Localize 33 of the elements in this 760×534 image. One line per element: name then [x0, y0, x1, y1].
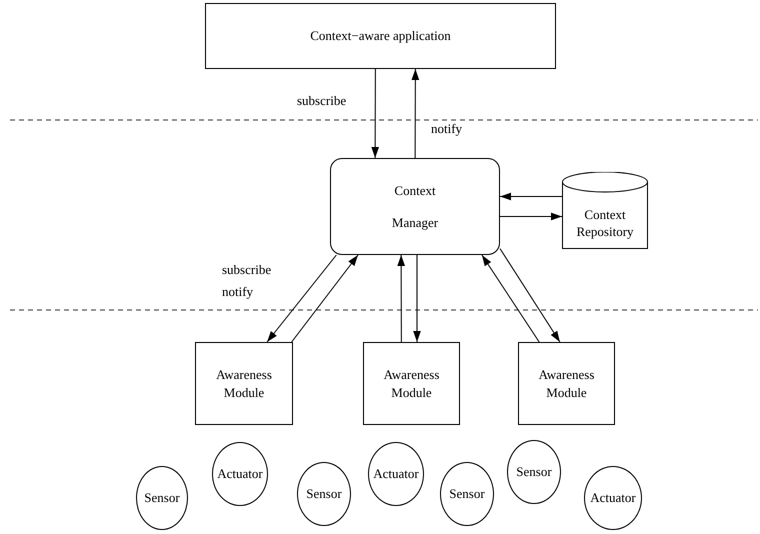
- arrow: [500, 248, 560, 342]
- arrow: [500, 192, 562, 200]
- node-label: Context Manager: [390, 182, 440, 232]
- node-label: Sensor: [143, 489, 181, 507]
- arrow: [371, 68, 380, 158]
- edge-label: notify: [430, 121, 464, 136]
- node-label: Actuator: [372, 465, 420, 483]
- edge-label: subscribe: [221, 262, 272, 277]
- node-label: Context−aware application: [309, 27, 452, 45]
- node-label: Actuator: [216, 465, 264, 483]
- manager-box: [330, 158, 500, 255]
- arrow: [500, 212, 562, 220]
- module-box: [518, 342, 615, 425]
- arrow: [413, 254, 421, 342]
- node-label: Sensor: [515, 463, 553, 481]
- repository-cylinder: [562, 172, 648, 249]
- module-box: [195, 342, 293, 425]
- node-label: Context Repository: [575, 206, 635, 241]
- node-label: Sensor: [448, 485, 486, 503]
- arrow: [266, 254, 337, 342]
- arrow: [291, 254, 358, 342]
- node-label: Sensor: [305, 485, 343, 503]
- node-label: Actuator: [589, 489, 637, 507]
- node-label: Awareness Module: [382, 366, 440, 402]
- edge-label: subscribe: [296, 93, 348, 108]
- arrow: [412, 68, 420, 158]
- node-label: Awareness Module: [215, 366, 273, 402]
- arrow: [481, 254, 540, 342]
- application-box: [205, 3, 556, 69]
- edge-label: notify: [221, 284, 254, 299]
- node-label: Awareness Module: [538, 366, 596, 402]
- arrow: [397, 254, 406, 342]
- module-box: [363, 342, 460, 425]
